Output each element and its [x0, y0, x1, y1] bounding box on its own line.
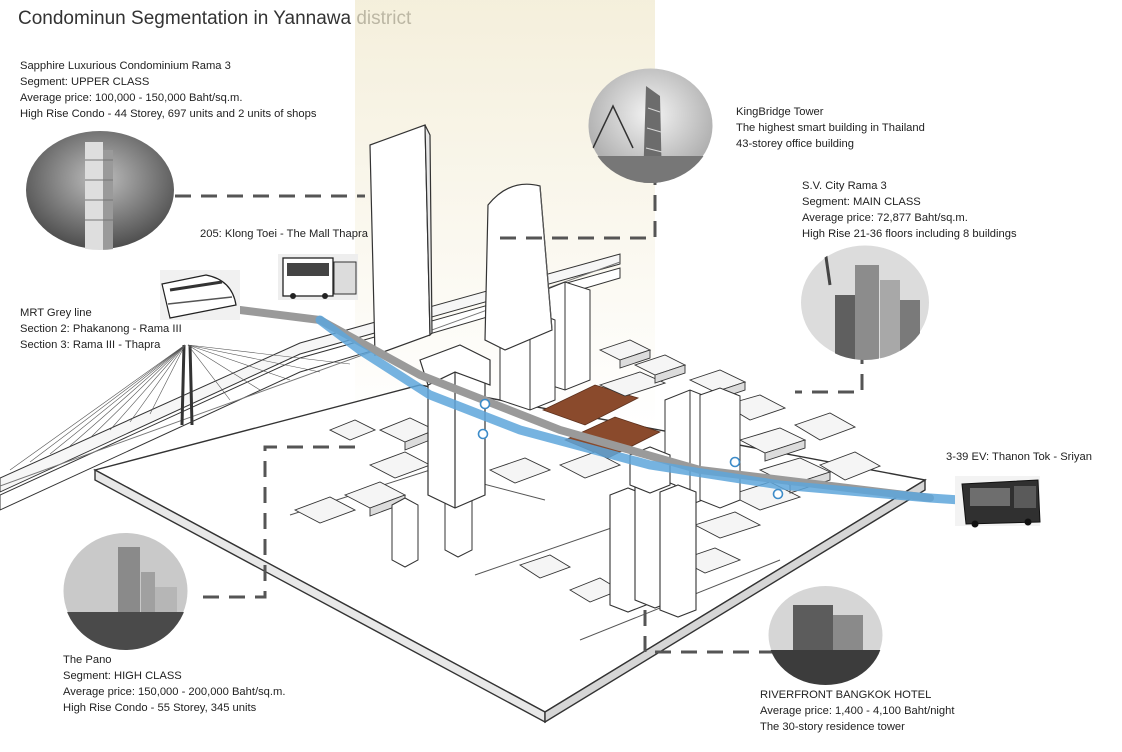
kingbridge-photo — [588, 68, 713, 183]
pano-price: Average price: 150,000 - 200,000 Baht/sq… — [63, 686, 286, 698]
ev-label: 3-39 EV: Thanon Tok - Sriyan — [946, 451, 1092, 463]
sapphire-tower — [369, 124, 433, 356]
riverfront-callout: RIVERFRONT BANGKOK HOTEL Average price: … — [760, 687, 954, 735]
bus-205-callout: 205: Klong Toei - The Mall Thapra — [200, 226, 368, 242]
mrt-grey-line-route — [315, 315, 965, 505]
sapphire-callout: Sapphire Luxurious Condominium Rama 3 Se… — [20, 58, 316, 122]
svcity-photo — [801, 245, 929, 360]
mrt-line1: Section 2: Phakanong - Rama III — [20, 323, 182, 335]
kingbridge-tower-building — [484, 183, 553, 351]
mrt-callout: MRT Grey line Section 2: Phakanong - Ram… — [20, 305, 182, 353]
svcity-price: Average price: 72,877 Baht/sq.m. — [802, 212, 968, 224]
page-title: Condominun Segmentation in Yannawa distr… — [18, 8, 412, 29]
sapphire-price: Average price: 100,000 - 150,000 Baht/sq… — [20, 92, 243, 104]
mrt-line2: Section 3: Rama III - Thapra — [20, 339, 161, 351]
svcity-segment: Segment: MAIN CLASS — [802, 196, 921, 208]
svcity-name: S.V. City Rama 3 — [802, 180, 887, 192]
pano-segment: Segment: HIGH CLASS — [63, 670, 182, 682]
pano-photo — [63, 533, 188, 650]
kingbridge-callout: KingBridge Tower The highest smart build… — [736, 104, 925, 152]
kingbridge-name: KingBridge Tower — [736, 106, 824, 118]
pano-callout: The Pano Segment: HIGH CLASS Average pri… — [63, 652, 285, 716]
pano-detail: High Rise Condo - 55 Storey, 345 units — [63, 702, 257, 714]
riverfront-photo — [768, 586, 883, 685]
sapphire-segment: Segment: UPPER CLASS — [20, 76, 150, 88]
riverfront-detail: The 30-story residence tower — [760, 721, 905, 733]
kingbridge-line1: The highest smart building in Thailand — [736, 122, 925, 134]
svcity-detail: High Rise 21-36 floors including 8 build… — [802, 228, 1017, 240]
pano-name: The Pano — [63, 654, 112, 666]
ev-bus-image — [955, 476, 1041, 528]
kingbridge-line2: 43-storey office building — [736, 138, 854, 150]
sapphire-name: Sapphire Luxurious Condominium Rama 3 — [20, 60, 231, 72]
sapphire-photo — [26, 131, 174, 250]
leader-lines — [175, 178, 864, 654]
riverfront-price: Average price: 1,400 - 4,100 Baht/night — [760, 705, 955, 717]
sapphire-detail: High Rise Condo - 44 Storey, 697 units a… — [20, 108, 317, 120]
riverfront-towers — [609, 446, 697, 618]
ev-callout: 3-39 EV: Thanon Tok - Sriyan — [946, 449, 1092, 465]
mrt-name: MRT Grey line — [20, 307, 92, 319]
svcity-callout: S.V. City Rama 3 Segment: MAIN CLASS Ave… — [802, 178, 1017, 242]
mrt-train-image — [160, 270, 240, 320]
bus-205-label: 205: Klong Toei - The Mall Thapra — [200, 228, 368, 240]
pano-tower — [419, 344, 491, 509]
riverfront-name: RIVERFRONT BANGKOK HOTEL — [760, 689, 932, 701]
bus-205-image — [278, 254, 358, 300]
station-markers — [477, 398, 784, 500]
